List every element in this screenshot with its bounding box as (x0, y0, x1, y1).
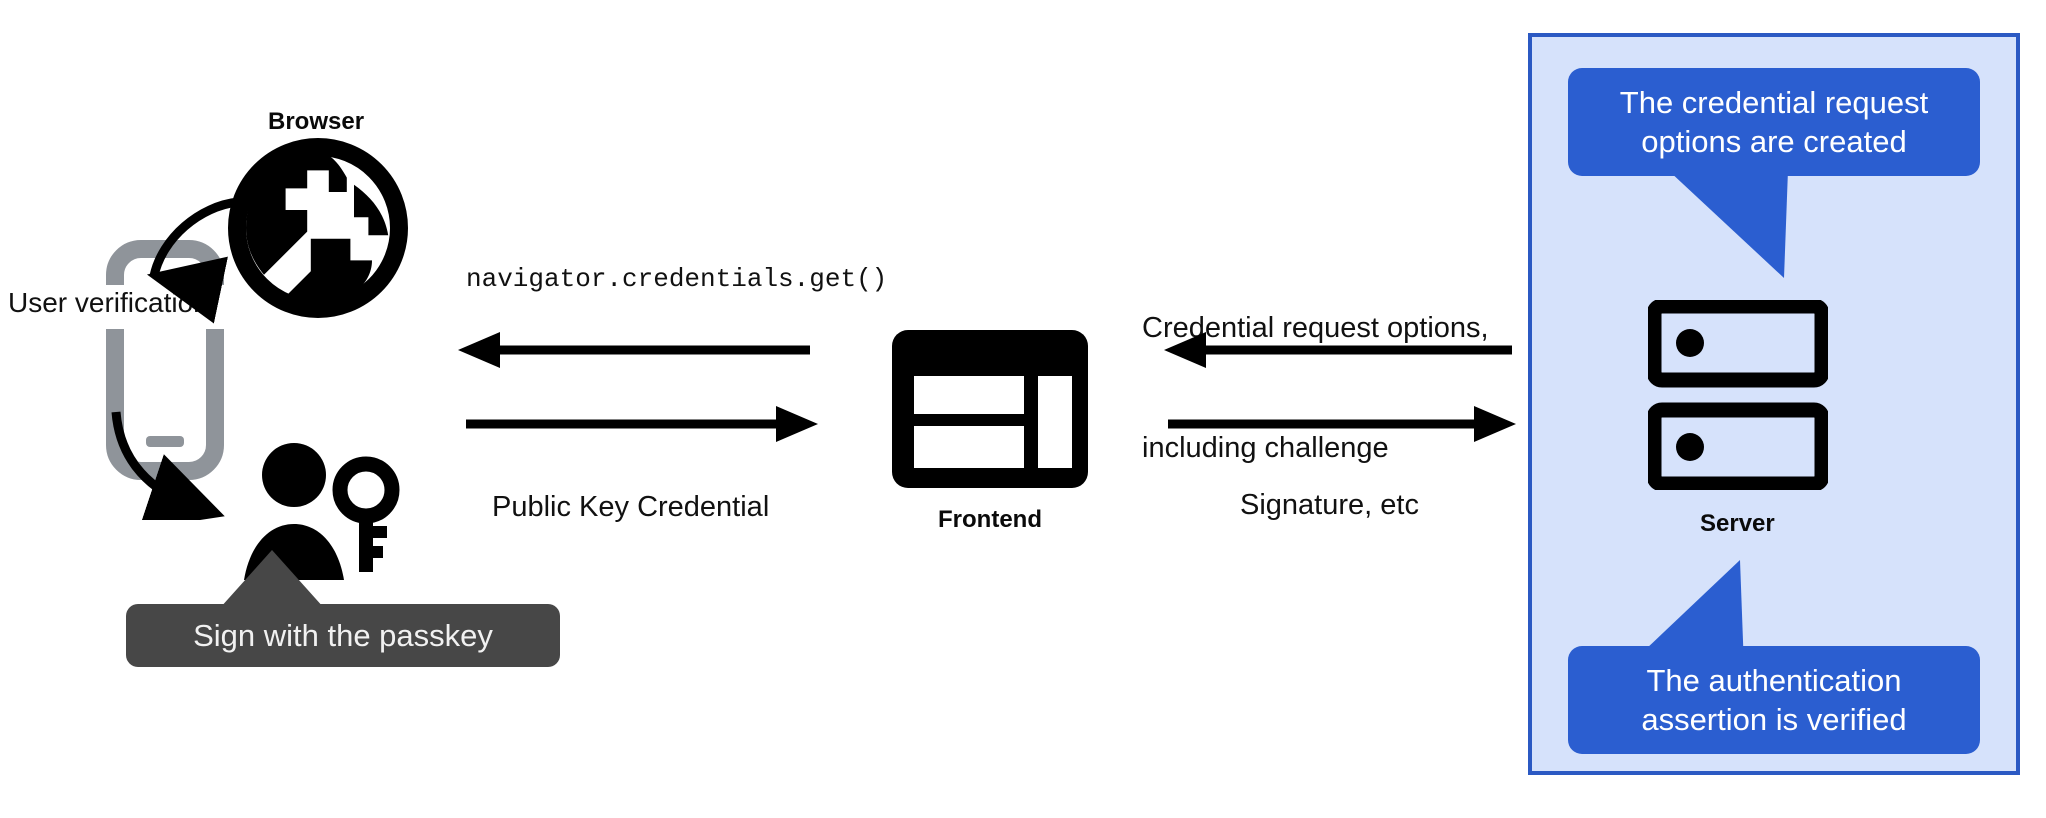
passkey-callout-text: Sign with the passkey (193, 617, 493, 653)
browser-label: Browser (268, 108, 365, 135)
signature-etc-label: Signature, etc (1240, 489, 1419, 521)
credential-request-options-label: Credential request options, including ch… (1142, 228, 1489, 548)
mobile-phone-icon (106, 240, 224, 480)
server-racks-icon (1646, 298, 1830, 492)
navigator-credentials-get-label: navigator.credentials.get() (466, 264, 888, 294)
server-bottom-callout-text: The authentication assertion is verified (1641, 663, 1907, 737)
credential-request-options-line1: Credential request options, (1142, 312, 1489, 344)
server-bottom-callout: The authentication assertion is verified (1568, 646, 1980, 754)
passkey-callout: Sign with the passkey (126, 604, 560, 667)
public-key-credential-label: Public Key Credential (492, 491, 770, 523)
browser-window-icon (892, 330, 1088, 488)
server-label: Server (1700, 510, 1775, 537)
browser-frontend-arrows (458, 332, 818, 442)
person-with-key-icon (240, 440, 400, 580)
frontend-label: Frontend (938, 506, 1042, 533)
credential-request-options-line2: including challenge (1142, 432, 1389, 464)
globe-icon (228, 138, 408, 318)
server-top-callout-text: The credential request options are creat… (1619, 85, 1929, 159)
server-top-callout: The credential request options are creat… (1568, 68, 1980, 176)
user-verification-label: User verification (8, 287, 209, 318)
